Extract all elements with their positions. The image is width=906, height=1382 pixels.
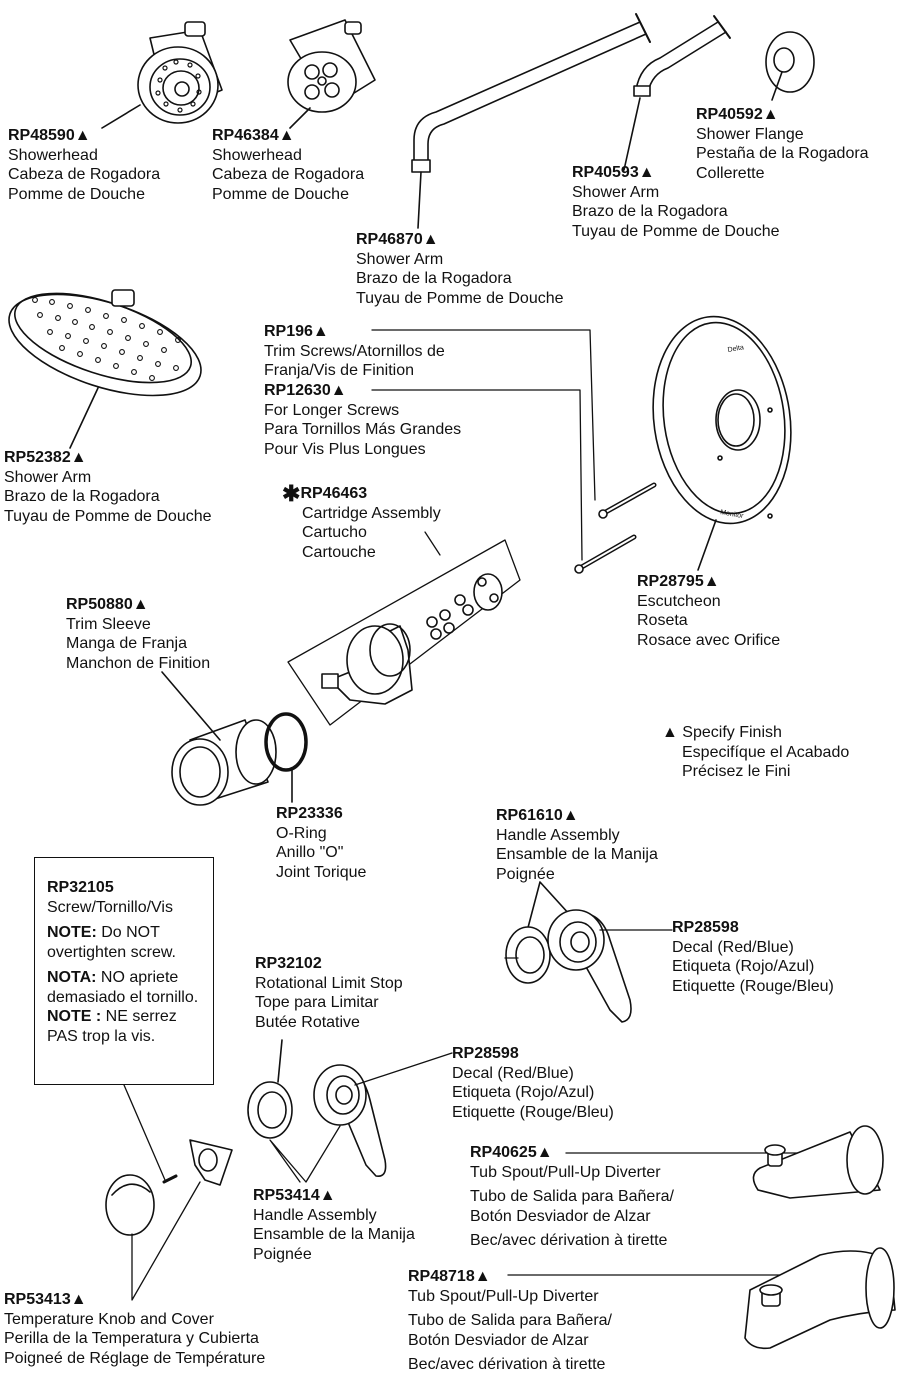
label-rp50880: RP50880▲ Trim Sleeve Manga de Franja Man…	[66, 596, 211, 672]
label-rp12630: RP12630▲ For Longer Screws Para Tornillo…	[264, 382, 462, 458]
escutcheon-brand-bottom: Monitor	[720, 509, 745, 520]
label-rp32102: RP32102 Rotational Limit Stop Tope para …	[255, 955, 403, 1031]
flange-40592-drawing	[765, 31, 815, 101]
trim-screws-drawing	[574, 482, 657, 574]
cartridge-46463-drawing	[287, 531, 521, 726]
screw-leader-lines	[371, 329, 596, 561]
triangle-icon: ▲	[662, 724, 678, 741]
o-ring-23336-drawing	[264, 712, 308, 803]
label-rp48590: RP48590▲ Showerhead Cabeza de Rogadora P…	[8, 127, 161, 203]
showerhead-48590-drawing	[101, 21, 223, 129]
note-part-number: RP32105	[47, 879, 114, 896]
temperature-knob-53413-drawing	[105, 1084, 233, 1301]
showerhead-52382-drawing	[8, 289, 202, 449]
asterisk-icon: ✱	[282, 481, 301, 506]
label-rp23336: RP23336 O-Ring Anillo "O" Joint Torique	[276, 805, 367, 881]
note-fr: NOTE : NE serrez PAS trop la vis.	[47, 1008, 177, 1045]
note-es: NOTA: NO apriete demasiado el tornillo.	[47, 969, 199, 1006]
label-rp52382: RP52382▲ Shower Arm Brazo de la Rogadora…	[4, 449, 212, 525]
label-rp53414: RP53414▲ Handle Assembly Ensamble de la …	[253, 1187, 415, 1263]
label-rp46870: RP46870▲ Shower Arm Brazo de la Rogadora…	[356, 231, 564, 307]
label-rp46384: RP46384▲ Showerhead Cabeza de Rogadora P…	[212, 127, 365, 203]
shower-arm-46870-drawing	[411, 13, 651, 229]
tub-spout-48718-drawing	[507, 1247, 896, 1350]
label-rp40592: RP40592▲ Shower Flange Pestaña de la Rog…	[696, 106, 869, 182]
shower-arm-40593-drawing	[623, 15, 731, 171]
label-rp40625: RP40625▲ Tub Spout/Pull-Up Diverter Tubo…	[470, 1144, 674, 1249]
label-rp40593: RP40593▲ Shower Arm Brazo de la Rogadora…	[572, 164, 780, 240]
label-rp53413: RP53413▲ Temperature Knob and Cover Peri…	[4, 1291, 266, 1367]
escutcheon-28795-drawing: Delta Monitor	[652, 315, 792, 571]
handle-assembly-61610-drawing	[504, 881, 673, 1023]
label-rp28795: RP28795▲ Escutcheon Roseta Rosace avec O…	[637, 573, 781, 649]
label-rp28598-upper: RP28598 Decal (Red/Blue) Etiqueta (Rojo/…	[672, 919, 834, 995]
handle-assembly-53414-drawing	[247, 1039, 453, 1183]
label-rp61610: RP61610▲ Handle Assembly Ensamble de la …	[496, 807, 658, 883]
label-rp48718: RP48718▲ Tub Spout/Pull-Up Diverter Tubo…	[408, 1268, 612, 1373]
note-part-desc: Screw/Tornillo/Vis	[47, 898, 173, 916]
label-rp46463: ✱RP46463 Cartridge Assembly Cartucho Car…	[282, 481, 441, 561]
label-rp28598-lower: RP28598 Decal (Red/Blue) Etiqueta (Rojo/…	[452, 1045, 614, 1121]
trim-sleeve-50880-drawing	[161, 671, 277, 806]
label-rp196: RP196▲ Trim Screws/Atornillos de Franja/…	[264, 323, 445, 379]
tub-spout-40625-drawing	[565, 1125, 884, 1199]
screw-note-box: RP32105 Screw/Tornillo/Vis NOTE: Do NOT …	[34, 857, 214, 1085]
showerhead-46384-drawing	[287, 19, 376, 129]
escutcheon-brand-top: Delta	[727, 344, 744, 354]
finish-legend: ▲ Specify Finish Especifíque el Acabado …	[662, 724, 850, 780]
note-en: NOTE: Do NOT overtighten screw.	[47, 924, 176, 961]
